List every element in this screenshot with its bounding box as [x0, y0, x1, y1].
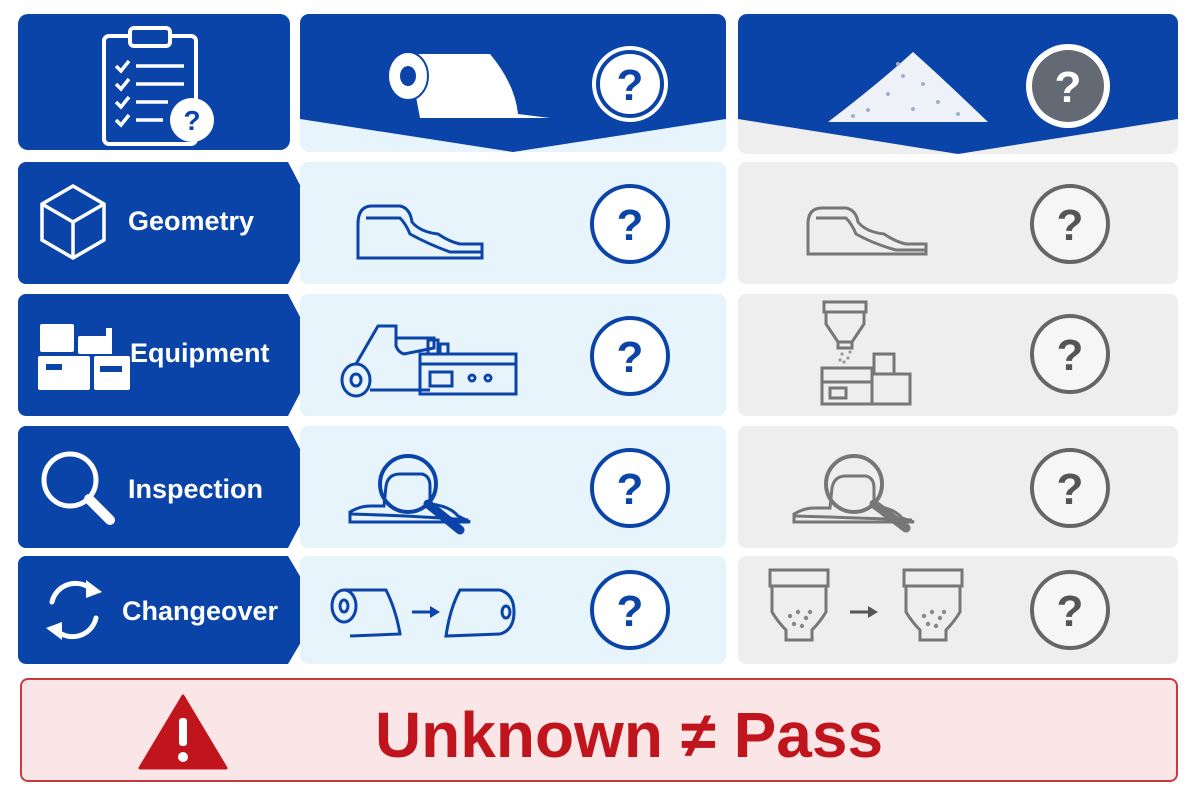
- row-label-equipment: Equipment: [18, 294, 320, 416]
- question-icon: ?: [590, 448, 670, 528]
- cell-changeover-paper: ?: [300, 556, 726, 664]
- svg-text:?: ?: [1057, 331, 1084, 380]
- question-icon: ?: [1030, 448, 1110, 528]
- row-label-inspection: Inspection: [18, 426, 320, 548]
- cell-equipment-powder: ?: [738, 294, 1178, 416]
- svg-text:?: ?: [617, 333, 644, 382]
- question-icon: ?: [590, 316, 670, 396]
- question-icon: ?: [590, 184, 670, 264]
- hopper-machine-icon: [820, 300, 912, 406]
- svg-text:?: ?: [1055, 63, 1082, 112]
- roll-to-roll-icon: [330, 588, 516, 638]
- row-label-text: Changeover: [122, 596, 279, 626]
- cell-inspection-powder: ?: [738, 426, 1178, 548]
- row-label-geometry: Geometry: [18, 162, 320, 284]
- clipboard-checklist-question-icon: ?: [102, 26, 214, 146]
- arrow-right-icon: [850, 606, 878, 618]
- cell-geometry-paper: ?: [300, 162, 726, 284]
- svg-text:?: ?: [1057, 587, 1084, 636]
- corner-header: ?: [18, 14, 290, 150]
- inspect-part-icon: [348, 454, 471, 535]
- warning-banner: Unknown ≠ Pass: [20, 678, 1178, 782]
- cell-changeover-powder: ?: [738, 556, 1178, 664]
- question-icon: ?: [1030, 314, 1110, 394]
- roll-fed-machine-icon: [340, 324, 518, 398]
- question-icon: ?: [592, 46, 668, 122]
- row-label-text: Equipment: [130, 338, 270, 368]
- magnifier-icon: [41, 451, 115, 525]
- warning-icon: [138, 694, 228, 770]
- paper-roll-icon: [387, 51, 550, 118]
- powder-pile-icon: [828, 52, 988, 122]
- question-icon: ?: [1030, 184, 1110, 264]
- part-profile-icon: [806, 206, 928, 256]
- row-label-text: Geometry: [128, 206, 255, 236]
- svg-text:?: ?: [617, 201, 644, 250]
- machine-icon: [38, 324, 130, 390]
- row-label-text: Inspection: [128, 474, 264, 504]
- cell-inspection-paper: ?: [300, 426, 726, 548]
- question-icon: ?: [1026, 44, 1110, 128]
- cube-icon: [40, 183, 106, 261]
- banner-text: Unknown ≠ Pass: [374, 699, 884, 771]
- hopper-to-hopper-icon: [768, 568, 964, 642]
- part-profile-icon: [356, 204, 484, 260]
- row-label-changeover: Changeover: [18, 556, 320, 664]
- svg-text:?: ?: [1057, 201, 1084, 250]
- svg-text:?: ?: [617, 465, 644, 514]
- question-icon: ?: [1030, 570, 1110, 650]
- arrow-right-icon: [412, 606, 440, 618]
- cell-geometry-powder: ?: [738, 162, 1178, 284]
- column-header-powder: ?: [738, 14, 1178, 154]
- svg-text:?: ?: [617, 61, 644, 110]
- question-icon: ?: [590, 570, 670, 650]
- column-header-paper-roll: ?: [300, 14, 726, 152]
- svg-text:?: ?: [1057, 465, 1084, 514]
- svg-text:?: ?: [183, 105, 200, 136]
- cell-equipment-paper: ?: [300, 294, 726, 416]
- svg-text:?: ?: [617, 587, 644, 636]
- inspect-part-icon: [792, 454, 915, 533]
